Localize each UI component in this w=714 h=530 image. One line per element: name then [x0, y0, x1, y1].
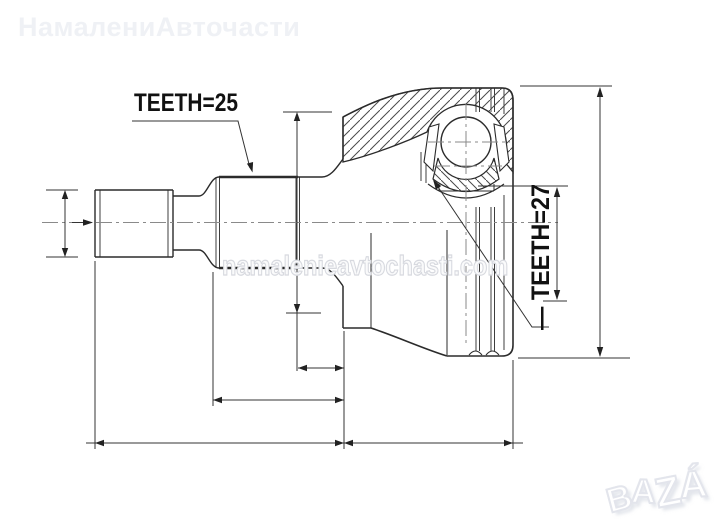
bazar-logo-letter: Á [677, 462, 710, 508]
teeth25-label: TEETH=25 [134, 89, 238, 117]
dimension-lines [46, 85, 630, 449]
bazar-logo: BAZÁR [602, 455, 714, 530]
teeth27-label: — TEETH=27 [527, 184, 555, 330]
watermark-center: namalenieavtochasti.com [221, 249, 509, 281]
dimension-arrowheads [61, 87, 604, 447]
centerlines [42, 104, 558, 346]
shaft-outline [94, 158, 344, 287]
cage [423, 123, 510, 173]
watermark-top-left: НамалениАвточасти [18, 12, 301, 42]
